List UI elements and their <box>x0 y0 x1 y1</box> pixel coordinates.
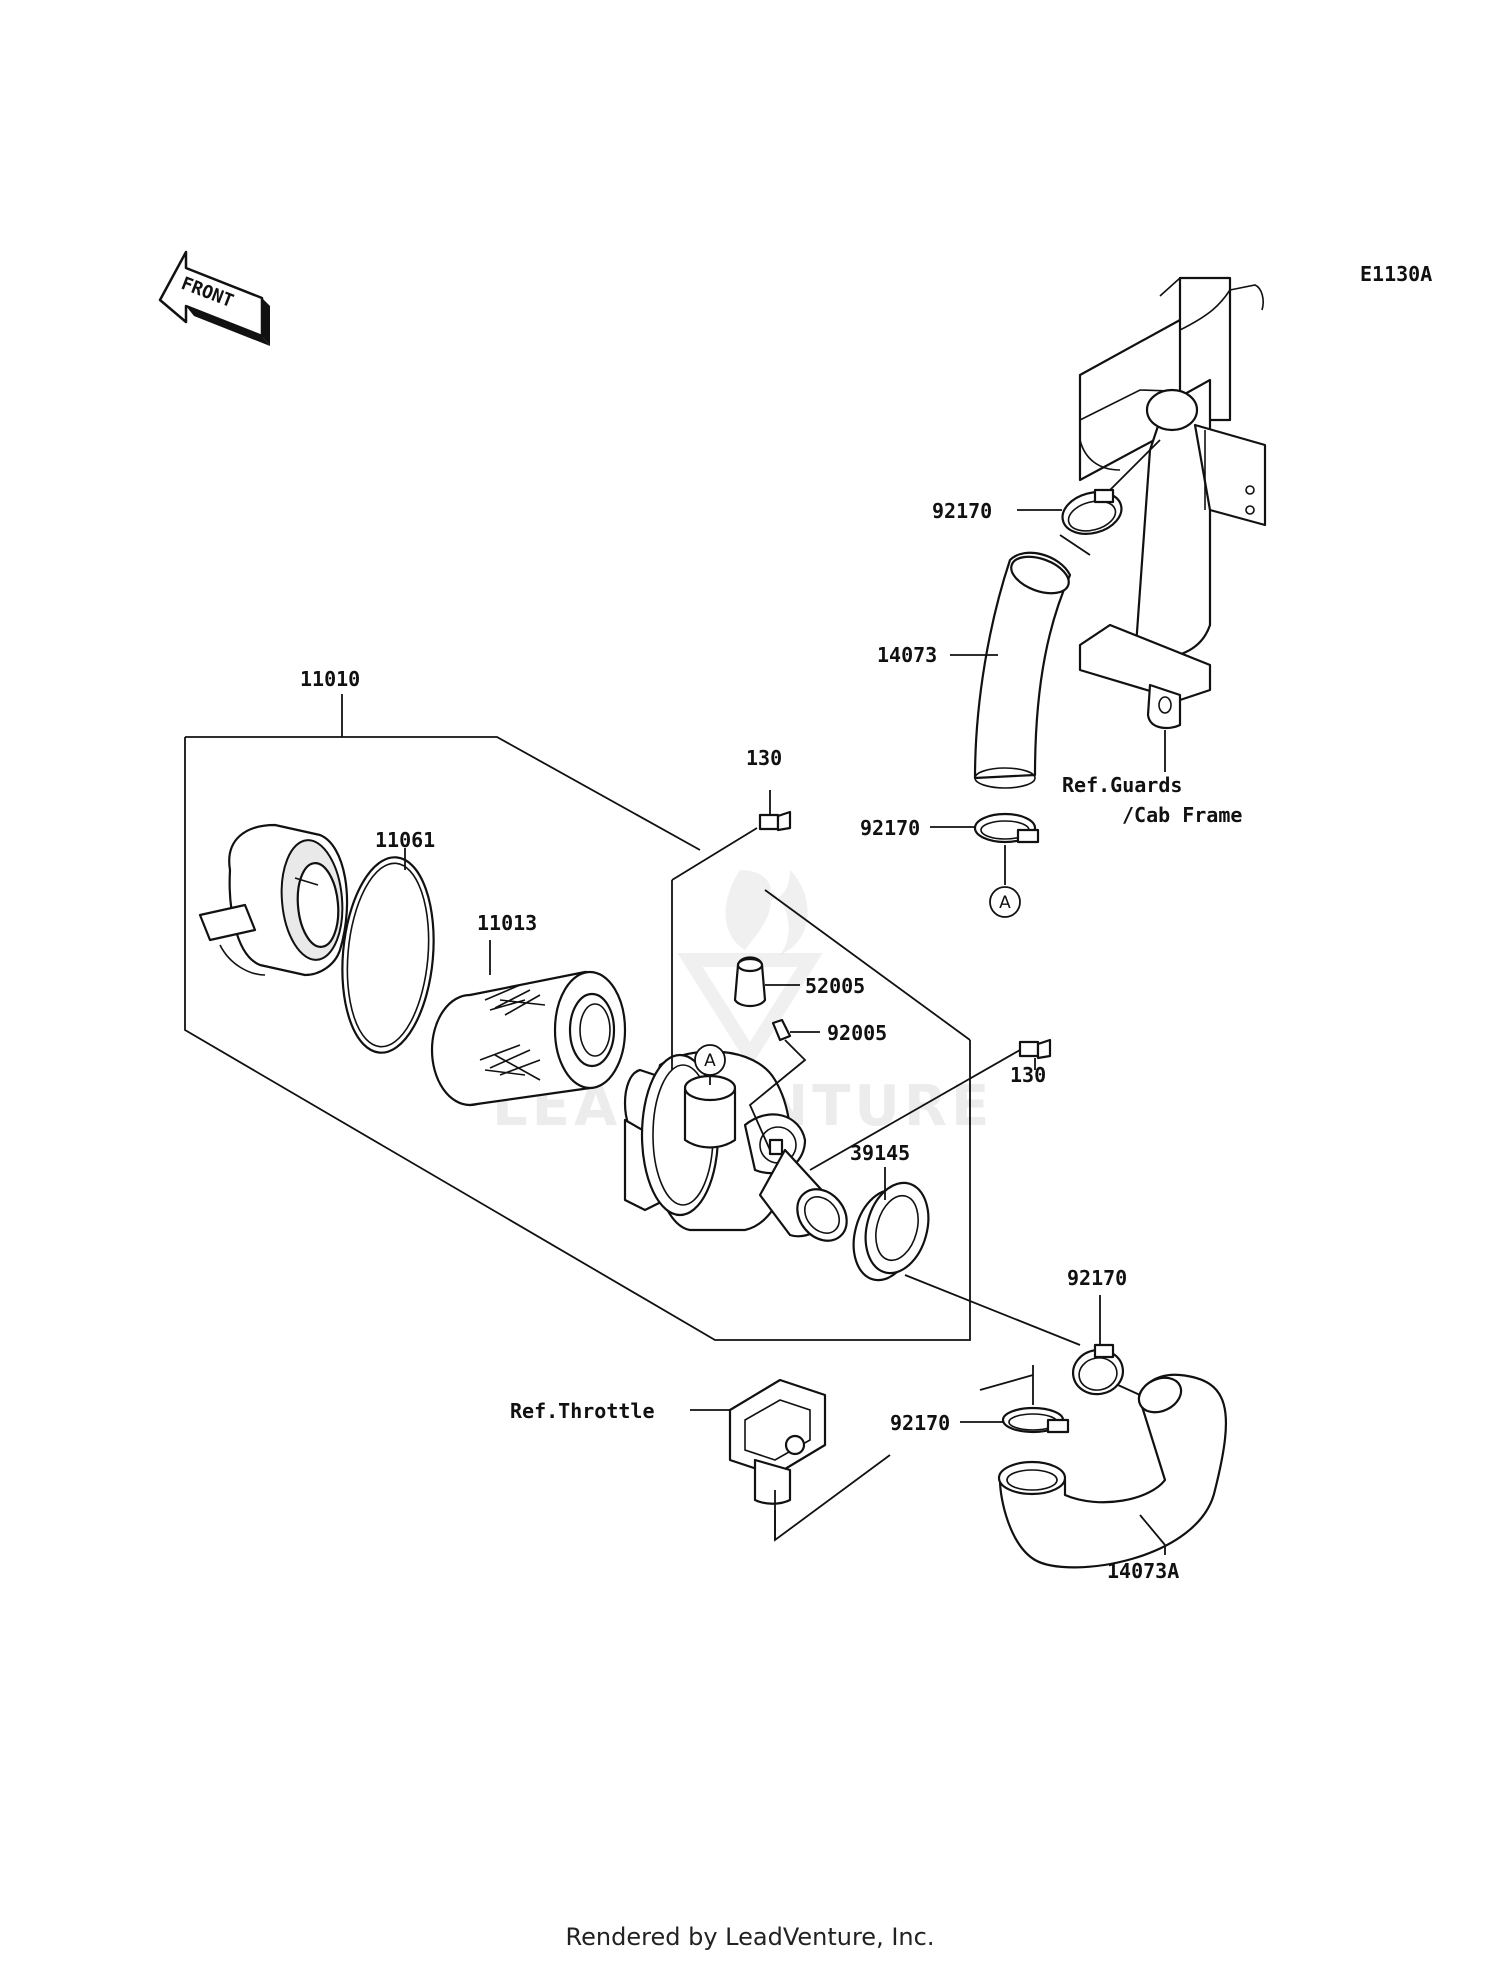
hose-14073 <box>950 551 1072 789</box>
label-52005: 52005 <box>805 974 865 998</box>
cab-frame-structure <box>1078 276 1267 772</box>
label-11010: 11010 <box>300 667 360 691</box>
air-cleaner-cap <box>198 823 349 977</box>
label-11061: 11061 <box>375 828 435 852</box>
bolt-130-top <box>671 790 792 1070</box>
hose-14073A <box>997 1373 1227 1569</box>
reference-labels: Ref.Guards /Cab Frame Ref.Throttle <box>510 773 1242 1423</box>
filter-element-11013 <box>430 940 627 1107</box>
clamp-92170-mid: A <box>930 812 1040 918</box>
ref-guards-line1: Ref.Guards <box>1062 773 1182 797</box>
throttle-body <box>690 1378 891 1542</box>
footer-credit: Rendered by LeadVenture, Inc. <box>566 1923 935 1951</box>
fitting-92005 <box>748 1018 820 1151</box>
o-ring-11061 <box>341 848 435 1054</box>
label-130-top: 130 <box>746 746 782 770</box>
label-11013: 11013 <box>477 911 537 935</box>
seal-39145 <box>852 1167 1081 1346</box>
cap-52005 <box>733 956 800 1008</box>
bolt-130-right <box>809 1038 1052 1171</box>
label-130-right: 130 <box>1010 1063 1046 1087</box>
air-cleaner-body: A <box>623 1044 848 1242</box>
label-92170-bottom: 92170 <box>890 1411 950 1435</box>
part-labels: 11010 11061 11013 130 130 52005 92005 39… <box>300 499 1179 1583</box>
ref-throttle: Ref.Throttle <box>510 1399 655 1423</box>
label-92170-right: 92170 <box>1067 1266 1127 1290</box>
label-14073A: 14073A <box>1107 1559 1179 1583</box>
diagram-code: E1130A <box>1360 262 1432 286</box>
label-92005: 92005 <box>827 1021 887 1045</box>
label-14073: 14073 <box>877 643 937 667</box>
label-39145: 39145 <box>850 1141 910 1165</box>
clamp-92170-top <box>1017 439 1161 556</box>
marker-a-top: A <box>999 893 1011 913</box>
label-92170-mid: 92170 <box>860 816 920 840</box>
clamp-92170-bottom <box>960 1365 1070 1434</box>
label-92170-top: 92170 <box>932 499 992 523</box>
clamp-92170-right <box>1071 1295 1141 1396</box>
marker-a-body: A <box>704 1051 716 1071</box>
assembly-frame-11010 <box>184 694 971 1341</box>
front-arrow-icon: FRONT <box>158 250 270 346</box>
ref-guards-line2: /Cab Frame <box>1122 803 1242 827</box>
